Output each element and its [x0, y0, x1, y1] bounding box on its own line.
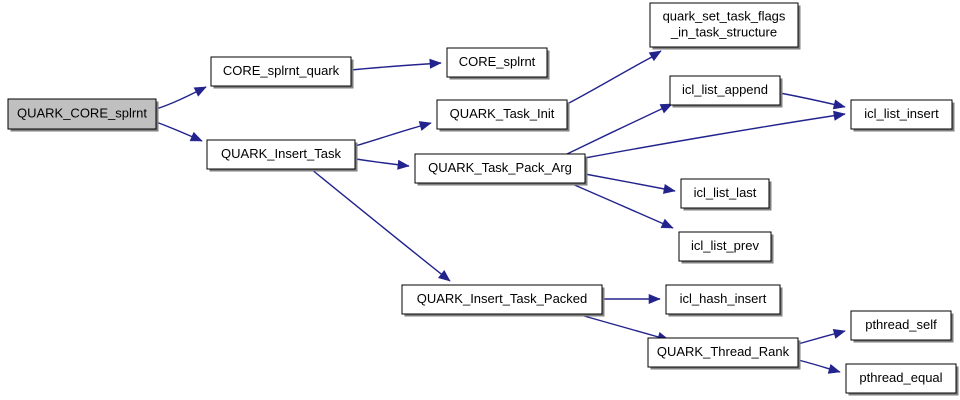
arrowhead-icon: [418, 121, 432, 131]
arrowhead-icon: [659, 103, 673, 114]
graph-node-core_splrnt[interactable]: CORE_splrnt: [446, 47, 550, 80]
nodes-layer: QUARK_CORE_splrnt CORE_splrnt_quarkQUARK_…: [7, 2, 959, 396]
node-rect[interactable]: [678, 231, 772, 262]
graph-node-quark_task_pack_arg[interactable]: QUARK_Task_Pack_Arg: [414, 153, 588, 186]
arrowhead-icon: [429, 58, 442, 69]
graph-node-quark_insert_task_packed[interactable]: QUARK_Insert_Task_Packed: [401, 284, 605, 317]
node-label: QUARK_Insert_Task: [221, 146, 341, 161]
call-edge-quark_task_pack_arg-to-icl_list_append: [566, 103, 673, 155]
call-edge-quark_insert_task-to-quark_insert_task_packed: [310, 168, 451, 282]
call-edge-quark_insert_task_packed-to-quark_thread_rank: [576, 313, 670, 342]
node-label: icl_list_insert: [864, 106, 939, 121]
call-edge-quark_insert_task-to-quark_task_pack_arg: [354, 158, 410, 170]
node-rect[interactable]: [206, 139, 356, 170]
call-edge-icl_list_append-to-icl_list_insert: [779, 92, 846, 110]
graph-node-quark_core_splrnt[interactable]: QUARK_CORE_splrnt: [7, 98, 159, 132]
arrowhead-icon: [648, 293, 661, 305]
node-label: icl_hash_insert: [680, 291, 767, 306]
node-label: icl_list_prev: [691, 238, 759, 253]
graph-node-pthread_self[interactable]: pthread_self: [850, 310, 954, 343]
call-edge-quark_core_splrnt-to-core_splrnt_quark: [155, 86, 207, 110]
call-edge-quark_insert_task_packed-to-icl_hash_insert: [602, 293, 661, 305]
call-edge-quark_task_init-to-quark_set_task_flags: [566, 50, 662, 105]
arrowhead-icon: [832, 329, 846, 339]
node-label: icl_list_last: [694, 185, 757, 200]
node-rect[interactable]: [446, 47, 548, 78]
node-rect[interactable]: [669, 75, 781, 106]
graph-node-core_splrnt_quark[interactable]: CORE_splrnt_quark: [210, 56, 354, 89]
arrowhead-icon: [832, 99, 846, 110]
arrowhead-icon: [827, 363, 841, 374]
call-edge-quark_thread_rank-to-pthread_equal: [797, 359, 841, 374]
call-edge-quark_thread_rank-to-pthread_self: [797, 329, 846, 345]
edges-layer: [155, 50, 846, 374]
node-rect[interactable]: [647, 337, 799, 368]
node-label: icl_list_append: [682, 82, 768, 97]
node-label: pthread_equal: [859, 370, 942, 385]
arrowhead-icon: [648, 50, 662, 62]
call-edge-quark_task_pack_arg-to-icl_list_insert: [584, 110, 846, 159]
graph-node-icl_list_last[interactable]: icl_list_last: [680, 178, 772, 211]
node-label: quark_set_task_flags: [663, 8, 786, 23]
graph-node-quark_task_init[interactable]: QUARK_Task_Init: [436, 99, 570, 132]
arrowhead-icon: [193, 86, 207, 97]
arrowhead-icon: [833, 110, 846, 121]
node-label: pthread_self: [865, 317, 937, 332]
node-rect[interactable]: [850, 310, 952, 341]
node-label: QUARK_CORE_splrnt: [17, 105, 147, 120]
node-label: _in_task_structure: [670, 24, 777, 39]
graph-node-quark_thread_rank[interactable]: QUARK_Thread_Rank: [647, 337, 801, 370]
graph-node-quark_insert_task[interactable]: QUARK_Insert_Task: [206, 139, 358, 172]
node-rect[interactable]: [7, 98, 157, 130]
arrowhead-icon: [189, 131, 203, 142]
arrowhead-icon: [397, 159, 410, 170]
node-rect[interactable]: [845, 363, 957, 394]
call-edge-core_splrnt_quark-to-core_splrnt: [350, 58, 442, 71]
node-rect[interactable]: [436, 99, 568, 130]
node-rect[interactable]: [414, 153, 586, 184]
graph-node-pthread_equal[interactable]: pthread_equal: [845, 363, 959, 396]
arrowhead-icon: [660, 218, 674, 229]
node-label: CORE_splrnt_quark: [223, 63, 340, 78]
graph-node-icl_list_prev[interactable]: icl_list_prev: [678, 231, 774, 264]
graph-node-quark_set_task_flags[interactable]: quark_set_task_flags_in_task_structure: [649, 2, 801, 50]
arrowhead-icon: [662, 183, 676, 194]
node-rect[interactable]: [210, 56, 352, 87]
call-edge-quark_insert_task-to-quark_task_init: [354, 121, 432, 147]
node-label: CORE_splrnt: [459, 54, 536, 69]
node-rect[interactable]: [649, 2, 799, 48]
node-rect[interactable]: [665, 284, 781, 315]
graph-node-icl_list_append[interactable]: icl_list_append: [669, 75, 783, 108]
arrowhead-icon: [438, 270, 451, 282]
node-rect[interactable]: [850, 99, 953, 130]
graph-node-icl_hash_insert[interactable]: icl_hash_insert: [665, 284, 783, 317]
node-label: QUARK_Thread_Rank: [657, 344, 790, 359]
call-edge-quark_core_splrnt-to-quark_insert_task: [155, 121, 203, 142]
node-label: QUARK_Insert_Task_Packed: [417, 291, 588, 306]
node-label: QUARK_Task_Init: [450, 106, 555, 121]
call-edge-quark_task_pack_arg-to-icl_list_last: [584, 173, 676, 194]
node-label: QUARK_Task_Pack_Arg: [428, 160, 572, 175]
call-edge-quark_task_pack_arg-to-icl_list_prev: [569, 182, 674, 229]
node-rect[interactable]: [680, 178, 770, 209]
node-rect[interactable]: [401, 284, 603, 315]
graph-node-icl_list_insert[interactable]: icl_list_insert: [850, 99, 955, 132]
